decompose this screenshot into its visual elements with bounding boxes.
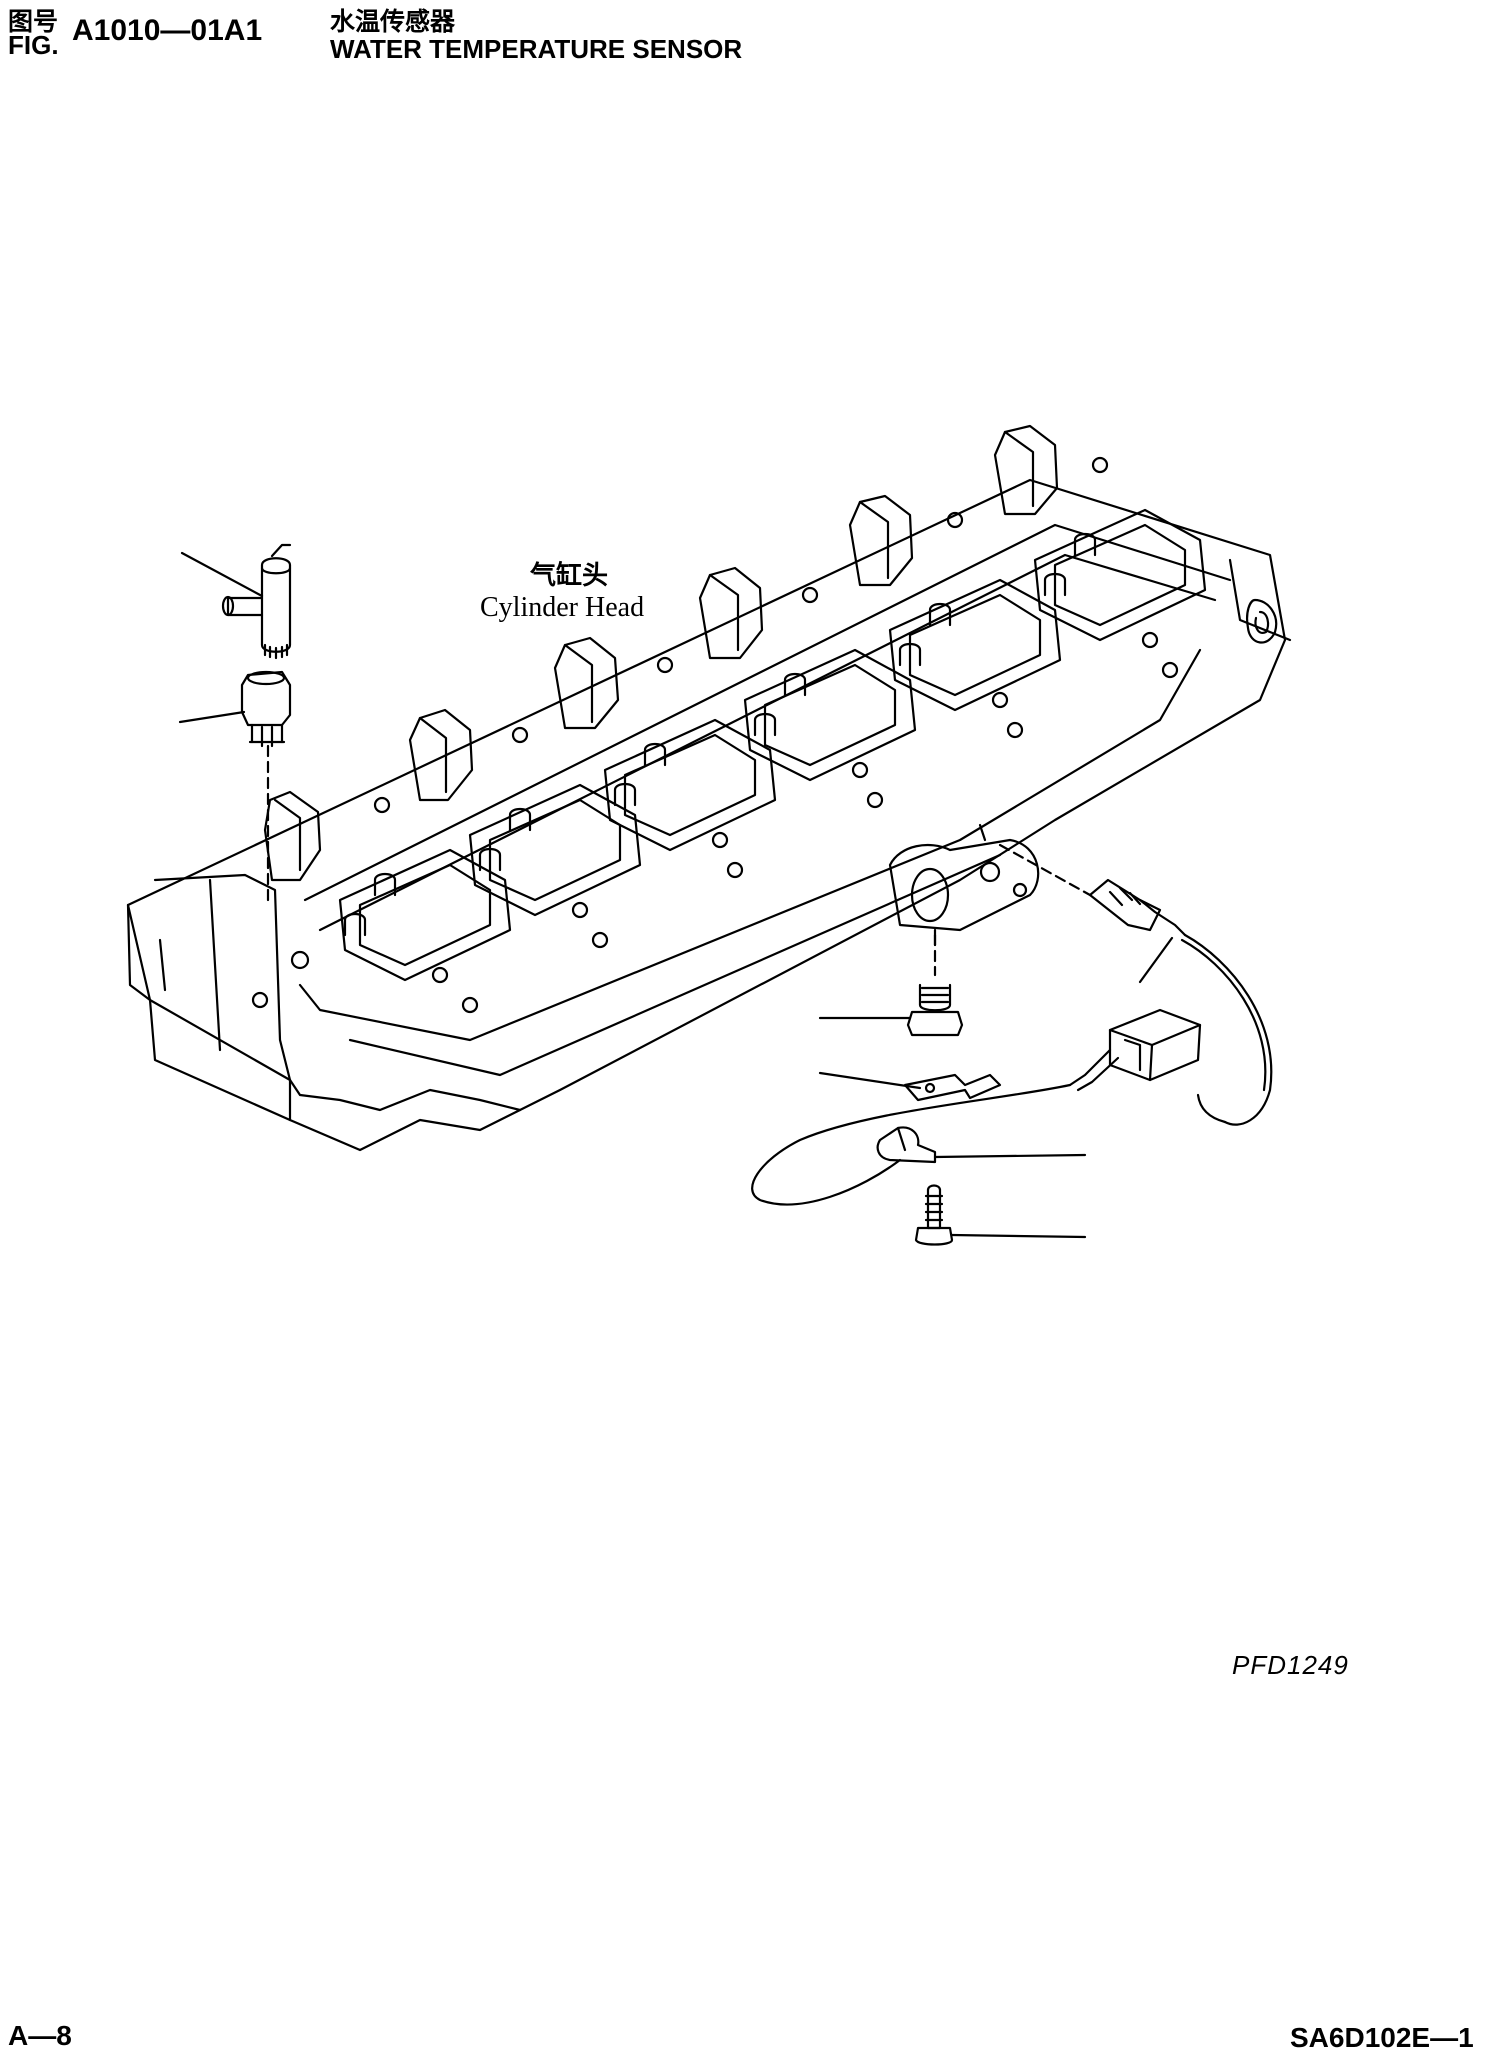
leader-clip <box>935 1155 1085 1157</box>
valve-stems <box>345 534 1095 935</box>
drawing-reference-code: PFD1249 <box>1232 1650 1349 1680</box>
sensor-parts <box>180 545 1271 1245</box>
valve-pockets <box>340 510 1205 980</box>
leader-bracket <box>820 1073 920 1088</box>
title-en: WATER TEMPERATURE SENSOR <box>330 34 743 64</box>
bolt-holes <box>253 458 1177 1012</box>
plug-part <box>908 935 962 1035</box>
figure-number: A1010—01A1 <box>72 14 263 47</box>
temperature-sensor-part <box>1090 880 1271 1125</box>
leader-sensor <box>1140 938 1172 982</box>
component-label-cn: 气缸头 <box>530 561 609 590</box>
tee-fitting-part <box>223 545 290 658</box>
leader-adapter <box>180 712 244 722</box>
fig-label-en: FIG. <box>8 30 59 60</box>
cylinder-head-illustration <box>128 426 1290 1150</box>
bolt-part <box>916 1186 952 1245</box>
assembly-line-sensor <box>1000 845 1090 895</box>
component-label-en: Cylinder Head <box>480 592 645 623</box>
fig-label-cn: 图号 <box>8 8 59 36</box>
clip-part <box>878 1127 935 1162</box>
page-number: A—8 <box>8 2020 72 2051</box>
title-cn: 水温传感器 <box>330 8 456 36</box>
adapter-part <box>242 672 290 746</box>
leader-bolt <box>952 1235 1085 1237</box>
document-code: SA6D102E—1 <box>1290 2022 1474 2053</box>
bracket-part <box>905 1075 1000 1100</box>
leader-tee-fitting <box>182 553 262 596</box>
connector-part <box>752 1010 1225 1204</box>
